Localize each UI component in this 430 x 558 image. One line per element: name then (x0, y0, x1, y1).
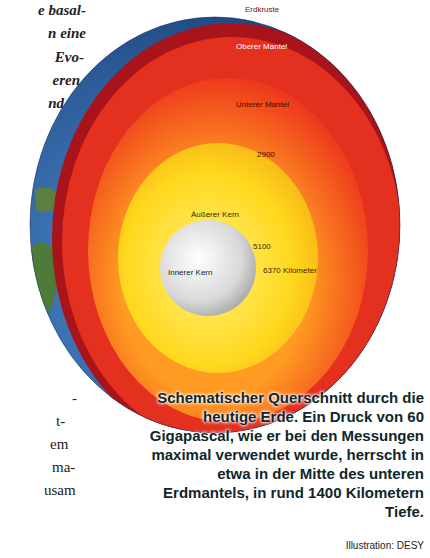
article-fragment: - (72, 388, 77, 408)
figure-caption: Schematischer Querschnitt durch die heut… (148, 388, 424, 521)
article-fragment: nd (48, 93, 64, 113)
article-fragment: eren (53, 70, 81, 90)
layer-label: Erdkruste (245, 5, 279, 15)
radius-label: 6370 Kilometer (263, 266, 317, 276)
article-fragment: t- (56, 411, 65, 431)
globe (0, 0, 430, 453)
article-fragment: e basal- (38, 0, 86, 20)
image-credit: Illustration: DESY (346, 540, 424, 552)
layer-label: Innerer Kern (168, 268, 212, 278)
depth-number: 2900 (257, 150, 275, 160)
article-fragment: Evo- (55, 47, 84, 67)
article-fragment: n eine (48, 23, 86, 43)
layer-label: Oberer Mantel (236, 42, 287, 52)
layer-label: Äußerer Kern (191, 210, 239, 220)
layer-label: Unterer Mantel (236, 100, 289, 110)
article-fragment: em (50, 434, 68, 454)
article-fragment: ma- (52, 457, 75, 477)
article-fragment: usam (44, 480, 76, 500)
depth-number: 5100 (253, 242, 271, 252)
